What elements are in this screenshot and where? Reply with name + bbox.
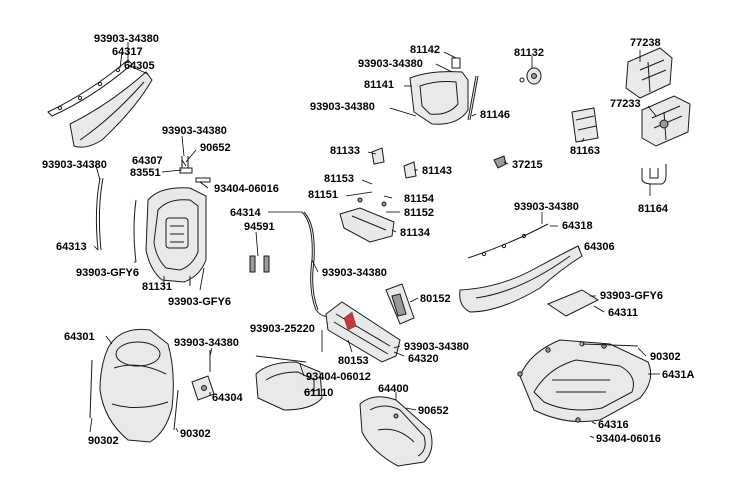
part-90302-rod-right	[579, 341, 639, 347]
label-64301: 64301	[64, 331, 95, 343]
part-77233-box	[641, 95, 691, 147]
part-93903-gfy6-rod	[133, 199, 137, 263]
label-90302: 90302	[650, 351, 681, 363]
label-64317: 64317	[112, 46, 143, 58]
part-small-fasteners-left	[179, 156, 211, 183]
part-81141-glovebox-frame	[409, 57, 469, 125]
label-93903-34380: 93903-34380	[42, 159, 107, 171]
part-94591-studs	[249, 255, 270, 273]
part-81164-bracket	[641, 164, 667, 185]
part-81163-latch	[571, 107, 599, 143]
part-80152-panel	[385, 283, 415, 325]
part-number-labels: 93903-34380 64317 64305 93903-34380 9065…	[42, 33, 694, 447]
label-90302: 90302	[88, 435, 119, 447]
part-81131-inner-shield	[145, 187, 207, 286]
label-90652: 90652	[200, 142, 231, 154]
label-93903-34380: 93903-34380	[310, 101, 375, 113]
label-64311: 64311	[608, 307, 638, 319]
label-83551: 83551	[130, 167, 161, 179]
part-77238-box	[625, 47, 673, 99]
label-93903-gfy6: 93903-GFY6	[76, 267, 139, 279]
part-64306-side-panel	[459, 245, 583, 313]
label-81134: 81134	[400, 227, 431, 239]
part-64314-cable	[301, 211, 331, 317]
part-81132-lock	[519, 67, 542, 85]
label-64314: 64314	[230, 207, 261, 219]
part-64311-plate	[546, 289, 600, 317]
label-93903-gfy6: 93903-GFY6	[600, 290, 663, 302]
part-64400-under-cover	[359, 396, 433, 467]
label-81146: 81146	[480, 109, 510, 121]
label-93903-34380: 93903-34380	[514, 201, 579, 213]
label-80153: 80153	[338, 355, 369, 367]
label-93903-34380: 93903-34380	[94, 33, 159, 45]
label-81141: 81141	[364, 79, 394, 91]
label-90302: 90302	[180, 428, 211, 440]
part-64301-front-shield	[89, 328, 179, 443]
label-93404-06016: 93404-06016	[214, 183, 279, 195]
label-81142: 81142	[410, 44, 440, 56]
label-93404-06016: 93404-06016	[596, 433, 661, 445]
part-81134-tray	[339, 197, 395, 243]
part-81143-hinge	[403, 161, 417, 179]
label-81164: 81164	[638, 203, 669, 215]
label-90652: 90652	[418, 405, 449, 417]
label-81152: 81152	[404, 207, 434, 219]
part-37215-clip	[493, 155, 507, 169]
label-93903-25220: 93903-25220	[250, 323, 315, 335]
label-93903-34380: 93903-34380	[404, 341, 469, 353]
label-81153: 81153	[324, 173, 354, 185]
label-81143: 81143	[422, 165, 452, 177]
part-64305-side-panel	[69, 71, 153, 148]
part-81133-hinge	[371, 147, 385, 165]
label-81154: 81154	[404, 193, 435, 205]
leader-lines	[89, 42, 660, 439]
label-93903-34380: 93903-34380	[322, 267, 387, 279]
part-64320-tunnel-cover	[325, 301, 401, 363]
label-81132: 81132	[514, 47, 544, 59]
label-80152: 80152	[420, 293, 451, 305]
part-6431a-floorboard	[517, 339, 652, 423]
label-93404-06012: 93404-06012	[306, 371, 371, 383]
part-61110-cover	[255, 355, 323, 411]
label-77233: 77233	[610, 98, 641, 110]
label-64400: 64400	[378, 383, 409, 395]
label-81151: 81151	[308, 189, 338, 201]
label-64307: 64307	[132, 155, 163, 167]
part-64313-rod	[95, 177, 104, 251]
label-64316: 64316	[598, 419, 629, 431]
label-77238: 77238	[630, 37, 661, 49]
label-81163: 81163	[570, 145, 600, 157]
label-6431a: 6431A	[662, 369, 694, 381]
label-94591: 94591	[244, 221, 275, 233]
label-93903-34380: 93903-34380	[174, 337, 239, 349]
label-64305: 64305	[124, 60, 155, 72]
label-64318: 64318	[562, 220, 593, 232]
label-93903-34380: 93903-34380	[358, 58, 423, 70]
part-64304-bracket	[191, 350, 215, 401]
label-64304: 64304	[212, 392, 243, 404]
label-64320: 64320	[408, 353, 439, 365]
label-64306: 64306	[584, 241, 615, 253]
label-37215: 37215	[512, 159, 543, 171]
part-64318-strip	[467, 223, 549, 259]
label-81133: 81133	[330, 145, 360, 157]
label-64313: 64313	[56, 241, 87, 253]
label-93903-34380: 93903-34380	[162, 125, 227, 137]
label-61110: 61110	[304, 387, 333, 399]
part-81146-seal-strip	[467, 75, 479, 121]
label-81131: 81131	[142, 281, 172, 293]
part-64317-upper-trim	[47, 59, 133, 117]
label-93903-gfy6: 93903-GFY6	[168, 296, 231, 308]
